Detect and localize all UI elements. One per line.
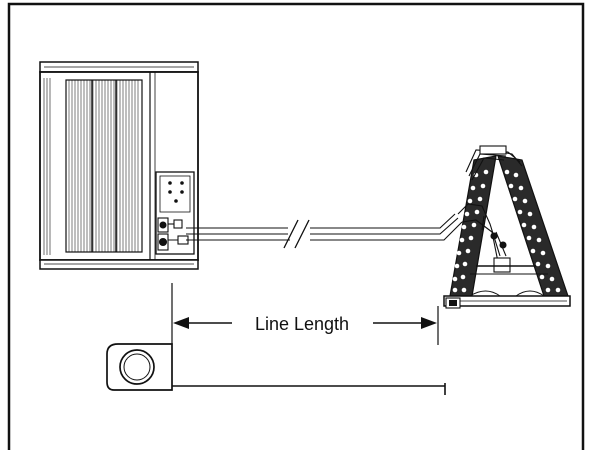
figure-frame bbox=[7, 2, 585, 450]
tape-measure bbox=[106, 343, 446, 395]
line-length-label: Line Length bbox=[255, 314, 349, 334]
side-louvers bbox=[43, 78, 51, 255]
break-mark bbox=[283, 219, 299, 249]
arrowhead-left bbox=[173, 317, 189, 329]
line-length-dimension bbox=[171, 283, 439, 345]
coil-grille bbox=[65, 79, 143, 253]
break-mark bbox=[294, 219, 310, 249]
refrigerant-line-set bbox=[186, 213, 463, 249]
arrowhead-right bbox=[421, 317, 437, 329]
condensing-unit bbox=[39, 61, 199, 270]
coil-fins bbox=[68, 80, 139, 252]
evaporator-a-coil bbox=[443, 145, 571, 309]
service-valves bbox=[157, 217, 189, 251]
